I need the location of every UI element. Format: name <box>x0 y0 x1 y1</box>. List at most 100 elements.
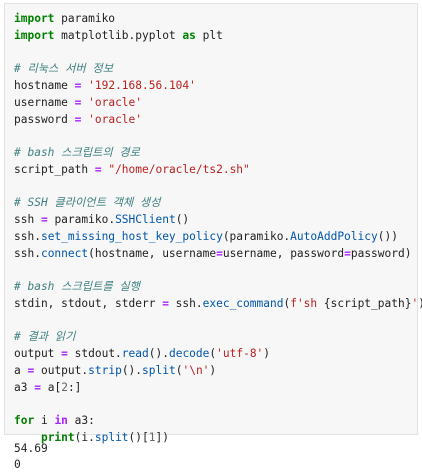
code-line <box>14 262 417 279</box>
code-token: ()) <box>377 229 398 243</box>
code-token: ( <box>283 296 291 310</box>
code-token: set_missing_host_key_policy <box>40 229 223 243</box>
code-token: matplotlib.pyplot <box>54 28 183 42</box>
code-token: (hostname, username <box>88 246 217 260</box>
code-line <box>14 179 417 196</box>
code-token: () <box>175 213 190 226</box>
code-token: = <box>74 95 82 109</box>
code-token: "/home/oracle/ts2.sh" <box>108 162 250 176</box>
code-token: ]) <box>155 430 169 444</box>
code-line: stdin, stdout, stderr = ssh.exec_command… <box>14 296 422 313</box>
code-token: ()[ <box>128 430 149 444</box>
code-token: for <box>14 414 35 427</box>
code-token: = <box>344 246 351 260</box>
code-line: script_path = "/home/oracle/ts2.sh" <box>14 162 417 179</box>
code-token: split <box>94 430 129 444</box>
code-token: connect <box>40 246 89 260</box>
code-token: strip <box>88 363 122 377</box>
code-token: password) <box>350 246 412 260</box>
code-token: a3: <box>67 414 95 427</box>
code-line: ssh.connect(hostname, username=username,… <box>14 246 417 263</box>
code-token: import <box>14 12 55 25</box>
code-token: = <box>61 347 68 360</box>
code-token: = <box>216 246 223 260</box>
code-token: # bash 스크립트의 경로 <box>14 146 140 159</box>
code-token: 'oracle' <box>88 95 143 109</box>
code-token: # bash 스크립트를 실행 <box>14 280 140 293</box>
code-token: ssh. <box>14 229 41 243</box>
code-token: ) <box>418 297 422 310</box>
code-line <box>14 313 417 330</box>
code-token: :] <box>67 380 82 394</box>
code-token: plt <box>195 28 223 42</box>
code-token: output <box>14 347 62 360</box>
code-line: # bash 스크립트의 경로 <box>14 145 417 162</box>
code-token: output. <box>34 363 89 377</box>
code-line: import matplotlib.pyplot as plt <box>14 28 417 45</box>
code-token: SSHClient <box>115 213 176 226</box>
code-line: a = output.strip().split('\n') <box>14 363 417 380</box>
code-line <box>14 128 417 145</box>
code-token: '\n' <box>182 363 210 377</box>
output-line: 54.69 <box>14 442 48 455</box>
code-token: (). <box>148 347 169 360</box>
code-token: ' <box>411 296 419 310</box>
code-token: (). <box>121 363 143 377</box>
code-token: AutoAddPolicy <box>290 229 378 243</box>
code-token: a[ <box>40 380 62 394</box>
code-line <box>14 396 417 413</box>
code-token: = <box>74 79 82 92</box>
code-token: = <box>74 112 82 126</box>
code-line: # SSH 클라이언트 객체 생성 <box>14 195 417 212</box>
code-line: hostname = '192.168.56.104' <box>14 78 417 95</box>
code-token: 'utf-8' <box>216 347 264 360</box>
code-line: # 결과 읽기 <box>14 329 417 346</box>
code-token: decode <box>168 347 210 360</box>
code-line: ssh.set_missing_host_key_policy(paramiko… <box>14 229 417 246</box>
code-line: # bash 스크립트를 실행 <box>14 279 417 296</box>
code-line: # 리눅스 서버 정보 <box>14 61 417 78</box>
code-token: stdin, stdout, stderr <box>14 296 163 310</box>
code-token: in <box>54 414 68 427</box>
code-line: import paramiko <box>14 11 417 28</box>
code-token: a3 <box>14 380 35 394</box>
code-token: # 결과 읽기 <box>14 330 76 344</box>
code-token: 'oracle' <box>88 112 143 126</box>
code-line: for i in a3: <box>14 413 417 430</box>
code-token: split <box>142 363 176 377</box>
code-token: = <box>27 363 35 377</box>
code-token: paramiko. <box>47 213 116 226</box>
code-line: output = stdout.read().decode('utf-8') <box>14 346 417 363</box>
code-token: = <box>162 296 169 310</box>
code-token: 2 <box>61 380 68 394</box>
code-token: 1 <box>148 430 156 444</box>
code-token: print <box>40 430 75 444</box>
code-token: username, password <box>222 246 345 260</box>
code-token: ssh <box>14 213 41 226</box>
code-token: ssh. <box>14 246 41 260</box>
code-token: ) <box>263 347 271 360</box>
code-token: exec_command <box>202 296 284 310</box>
code-token: script_path <box>14 162 95 176</box>
code-line: ssh = paramiko.SSHClient() <box>14 212 417 229</box>
code-token: username <box>14 95 75 109</box>
code-token: as <box>182 28 196 42</box>
code-token: a <box>14 363 28 377</box>
code-token: import <box>14 28 55 42</box>
code-token: password <box>14 112 75 126</box>
code-line: username = 'oracle' <box>14 95 417 112</box>
code-token: ( <box>175 363 183 377</box>
code-token: = <box>34 380 41 394</box>
code-token: = <box>40 213 48 226</box>
code-token: f'sh <box>290 296 324 310</box>
code-line: a3 = a[2:] <box>14 380 417 397</box>
code-token: ssh. <box>168 296 203 310</box>
code-line <box>14 45 417 62</box>
code-token: # 리눅스 서버 정보 <box>14 62 113 76</box>
code-token: ( <box>209 347 217 360</box>
code-token: (i. <box>74 430 95 444</box>
code-token: paramiko <box>54 12 116 25</box>
